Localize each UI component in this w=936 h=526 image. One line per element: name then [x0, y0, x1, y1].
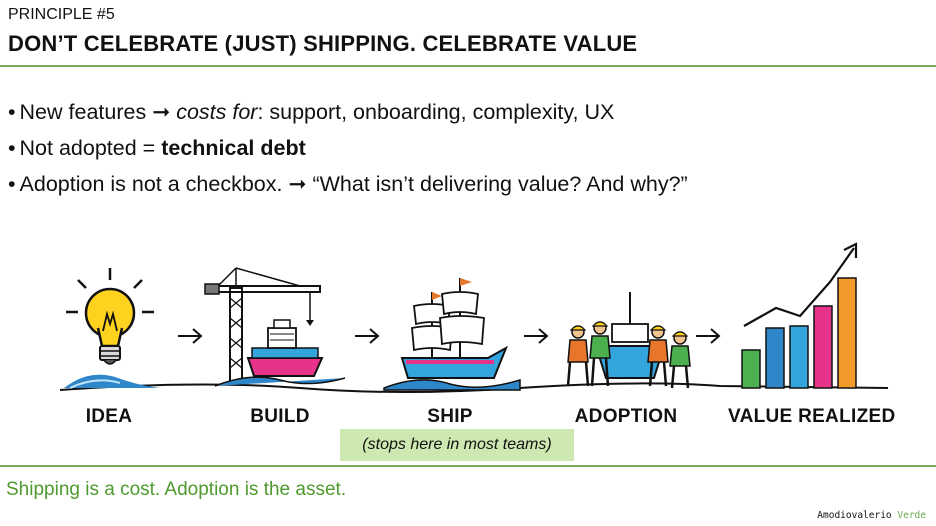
lightbulb-icon	[64, 268, 160, 389]
sailing-ship-icon	[383, 278, 521, 391]
crane-ship-icon	[204, 267, 346, 387]
footer-tagline: Shipping is a cost. Adoption is the asse…	[6, 479, 347, 500]
bullet-list: •New features ➞ costs for: support, onbo…	[8, 94, 688, 202]
brand-signature: Amodiovalerio Verde	[817, 510, 926, 521]
step-label-idea: IDEA	[85, 406, 133, 427]
bullet-item-costs: •New features ➞ costs for: support, onbo…	[8, 100, 615, 124]
bar-chart-growth-icon	[741, 242, 858, 389]
bullet-item-debt: •Not adopted = technical debt	[8, 136, 306, 160]
flow-arrow-icon	[355, 328, 380, 344]
step-label-adoption: ADOPTION	[574, 406, 678, 427]
arrow-icon: ➞	[288, 172, 307, 196]
bullet-item-adoption: •Adoption is not a checkbox. ➞ “What isn…	[8, 172, 688, 196]
principle-kicker: PRINCIPLE #5	[8, 6, 115, 23]
step-label-ship: SHIP	[427, 406, 473, 427]
step-label-build: BUILD	[250, 406, 310, 427]
flow-arrow-icon	[524, 328, 549, 344]
flow-arrow-icon	[178, 328, 203, 344]
process-flow-diagram	[59, 242, 889, 393]
flow-arrow-icon	[696, 328, 721, 344]
stops-here-note: (stops here in most teams)	[340, 429, 574, 461]
footer-divider	[0, 465, 936, 467]
page-title: DON’T CELEBRATE (JUST) SHIPPING. CELEBRA…	[8, 31, 638, 56]
arrow-icon: ➞	[152, 100, 171, 124]
step-label-value-realized: VALUE REALIZED	[728, 406, 896, 427]
header-divider	[0, 65, 936, 67]
workers-ship-icon	[566, 292, 691, 389]
